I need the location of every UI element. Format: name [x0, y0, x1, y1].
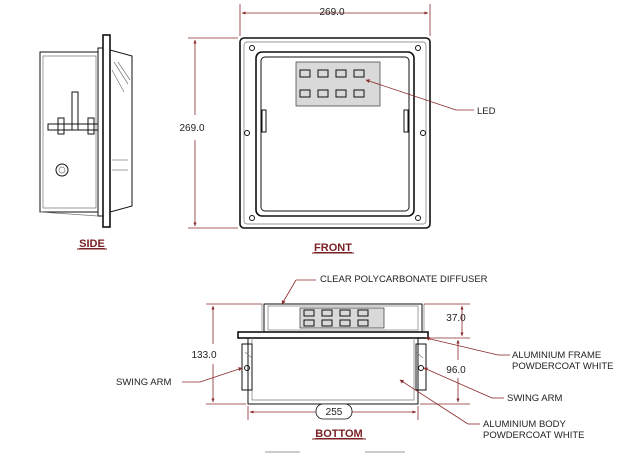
- body-callout-line2: POWDERCOAT WHITE: [483, 430, 585, 441]
- bottom-top-depth-dimension: 37.0: [446, 313, 466, 324]
- bottom-view-title: BOTTOM: [315, 428, 362, 440]
- front-height-dimension: 269.0: [179, 123, 204, 134]
- side-view: [39, 34, 133, 228]
- swing-arm-left-label: SWING ARM: [116, 377, 172, 388]
- led-board: [295, 61, 381, 107]
- led-callout-label: LED: [477, 106, 496, 117]
- side-view-title: SIDE: [79, 238, 105, 250]
- bottom-view: [182, 279, 510, 453]
- diffuser-callout-label: CLEAR POLYCARBONATE DIFFUSER: [320, 274, 488, 285]
- bottom-body-depth-dimension: 96.0: [446, 365, 466, 376]
- swing-arm-right-label: SWING ARM: [507, 393, 563, 404]
- frame-callout-line1: ALUMINIUM FRAME: [512, 350, 601, 361]
- bottom-height-dimension: 133.0: [191, 350, 216, 361]
- frame-callout-line2: POWDERCOAT WHITE: [512, 361, 614, 372]
- front-width-dimension: 269.0: [319, 7, 344, 18]
- body-callout-line1: ALUMINIUM BODY: [483, 419, 567, 430]
- front-view: [188, 4, 474, 229]
- bottom-width-dimension: 255: [326, 407, 343, 418]
- front-view-title: FRONT: [314, 242, 352, 254]
